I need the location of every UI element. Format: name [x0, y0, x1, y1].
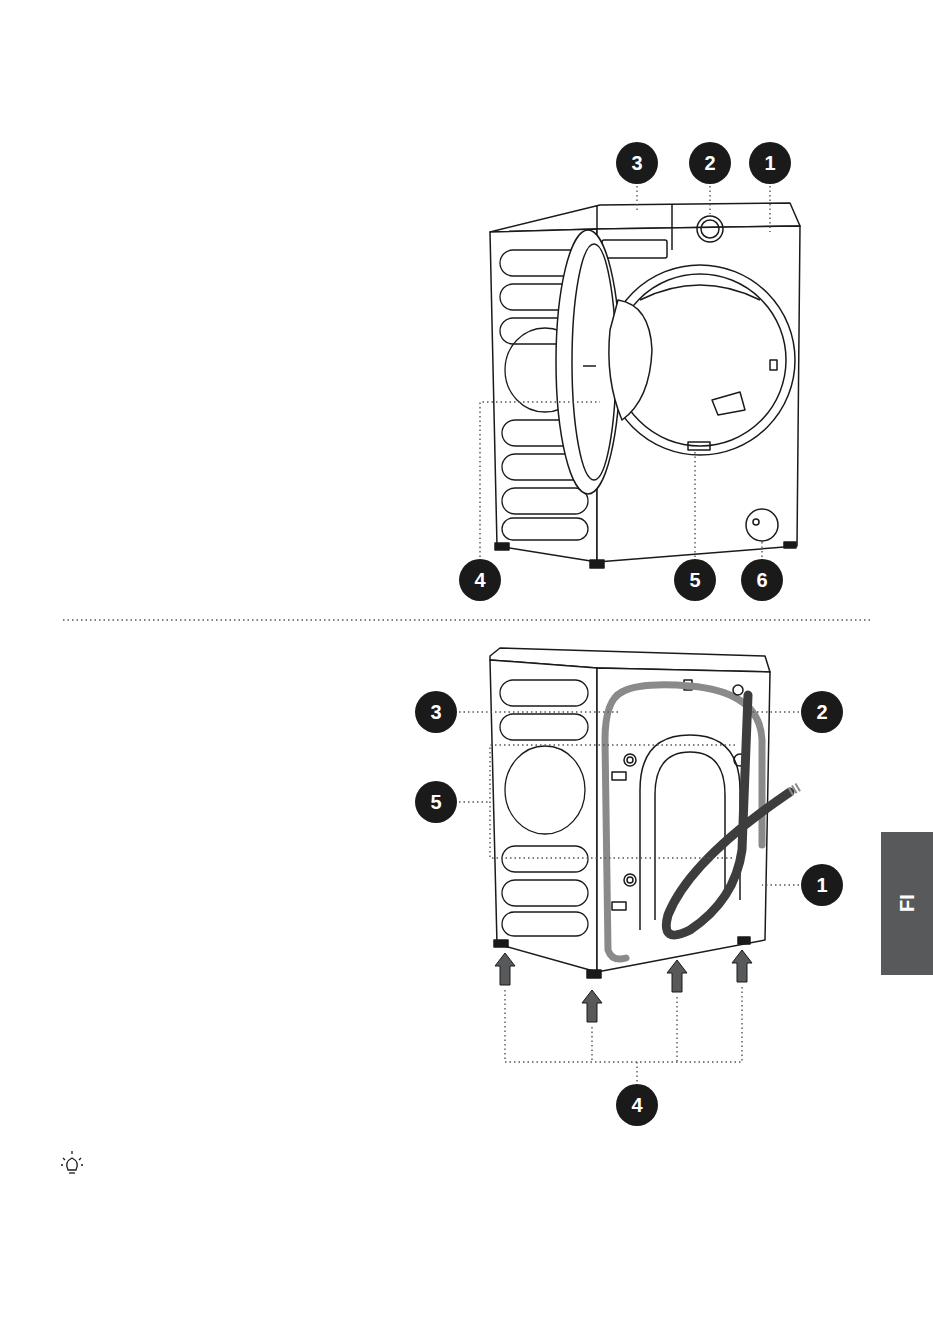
callout-number: 2 [689, 142, 731, 184]
callout-text: 2 [816, 702, 827, 722]
callout-text: 6 [756, 570, 767, 590]
callout-number: 6 [741, 559, 783, 601]
callout-text: 4 [474, 570, 485, 590]
callout-text: 1 [816, 875, 827, 895]
callout-text: 2 [704, 153, 715, 173]
callout-number: 5 [415, 781, 457, 823]
language-tab: FI [881, 832, 933, 975]
callout-text: 5 [430, 792, 441, 812]
callout-text: 3 [631, 153, 642, 173]
callout-number: 5 [674, 559, 716, 601]
callout-text: 5 [689, 570, 700, 590]
callout-text: 4 [631, 1095, 642, 1115]
language-code: FI [897, 894, 917, 912]
callout-number: 4 [616, 1084, 658, 1126]
callout-number: 2 [801, 691, 843, 733]
callout-number: 3 [616, 142, 658, 184]
callout-text: 3 [430, 702, 441, 722]
callout-number: 3 [415, 691, 457, 733]
callout-number: 1 [801, 864, 843, 906]
callout-number: 1 [749, 142, 791, 184]
callout-text: 1 [764, 153, 775, 173]
callout-number: 4 [459, 559, 501, 601]
